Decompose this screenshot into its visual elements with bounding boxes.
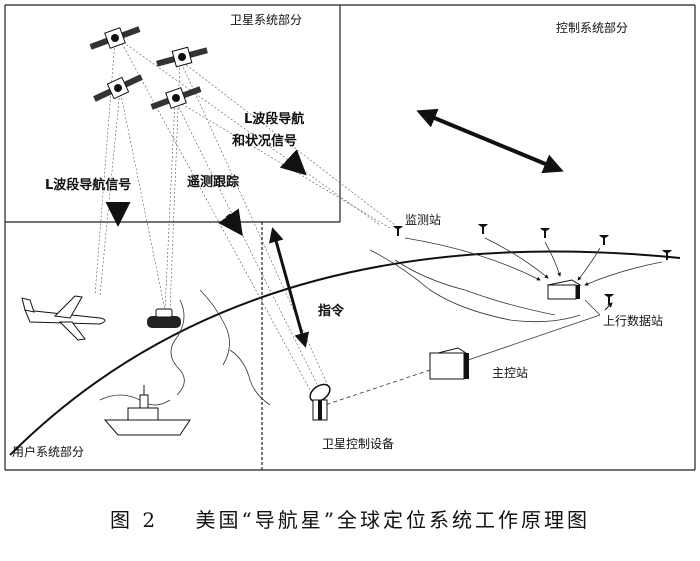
telemetry-tracking-label: 遥测跟踪 [187, 175, 240, 190]
master-station-box [428, 347, 469, 380]
l-band-nav-status-label-2: 和状况信号 [232, 134, 298, 149]
uplink-station-label: 上行数据站 [603, 314, 664, 328]
command-arrow [268, 227, 310, 348]
ground-dish-icon [309, 383, 331, 421]
l-band-nav-status-label-1: L波段导航 [244, 112, 305, 127]
dish-icon [599, 235, 609, 245]
section-satellite-label: 卫星系统部分 [230, 13, 303, 27]
monitor-flow-arrows [404, 237, 663, 286]
connection-lines [324, 299, 601, 406]
command-label: 指令 [318, 304, 345, 319]
frame-lines [4, 4, 696, 471]
dish-icon [540, 228, 550, 238]
coastlines [99, 249, 581, 406]
monitor-station-icons [393, 224, 672, 304]
dish-icon [662, 250, 672, 260]
satellite-icon [150, 86, 202, 110]
monitor-station-label: 监测站 [405, 213, 442, 227]
dish-icon [604, 294, 614, 304]
vehicle-icon [147, 308, 181, 328]
satellite-icon [156, 46, 208, 68]
uplink-arrow [604, 302, 613, 311]
uplink-station-box [546, 279, 582, 300]
satellite-control-label: 卫星控制设备 [322, 437, 395, 451]
figure-title: 美国“导航星”全球定位系统工作原理图 [195, 508, 590, 532]
satellite-icon [89, 26, 141, 50]
l-band-nav-label: L波段导航信号 [45, 178, 132, 193]
control-link-arrow [416, 108, 564, 174]
signal-arrows [105, 149, 307, 237]
airplane-icon [21, 295, 106, 341]
ship-icon [103, 385, 191, 436]
signal-beams [94, 39, 396, 391]
dish-icon [393, 226, 403, 236]
figure-number: 图 2 [110, 508, 159, 532]
section-user-label: 用户系统部分 [12, 445, 85, 459]
satellite-icon [93, 74, 143, 102]
dish-icon [478, 224, 488, 234]
section-control-label: 控制系统部分 [556, 21, 629, 35]
master-station-label: 主控站 [492, 366, 529, 380]
figure-caption: 图 2 美国“导航星”全球定位系统工作原理图 [0, 504, 700, 533]
